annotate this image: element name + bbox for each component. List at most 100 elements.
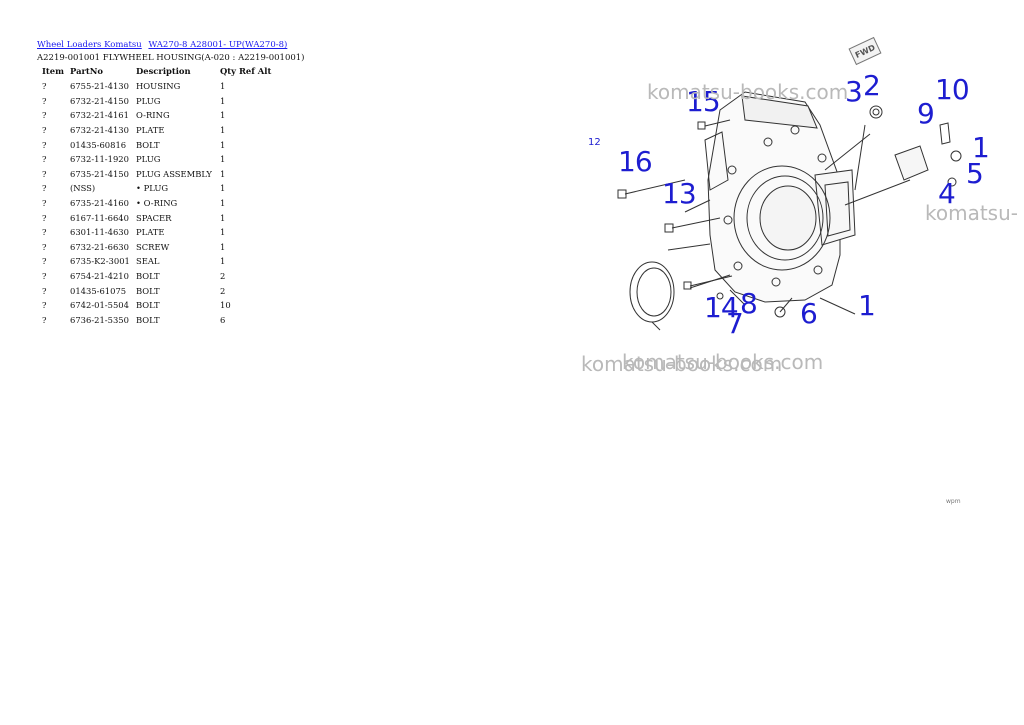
table-row: ? 6735-21-4150 PLUG ASSEMBLY 1 (37, 167, 274, 182)
callout-9[interactable]: 9 (917, 97, 935, 130)
cell-description: SEAL (136, 256, 160, 267)
header-qty: Qty (220, 66, 237, 76)
cell-item: ? (42, 271, 47, 282)
cell-description: BOLT (136, 300, 160, 311)
callout-2[interactable]: 2 (863, 69, 881, 102)
cell-qty: 1 (220, 168, 226, 179)
cell-description: SPACER (136, 212, 172, 223)
header-description: Description (136, 66, 191, 76)
cell-qty: 1 (220, 212, 226, 223)
watermark-right-cut: komatsu- (925, 201, 1018, 225)
cell-item: ? (42, 154, 47, 165)
cell-qty: 1 (220, 256, 226, 267)
cell-qty: 1 (220, 154, 226, 165)
cell-qty: 1 (220, 241, 226, 252)
cell-item: ? (42, 81, 47, 92)
exploded-parts-diagram: FWD 15 3 2 10 9 1 5 4 16 13 14 7 8 6 1 1… (570, 30, 1024, 550)
cell-description: BOLT (136, 285, 160, 296)
cell-item: ? (42, 95, 47, 106)
cell-item: ? (42, 110, 47, 121)
cell-description: BOLT (136, 271, 160, 282)
callout-6[interactable]: 6 (800, 297, 818, 330)
cell-item: ? (42, 198, 47, 209)
cell-partno: 6735-21-4160 (70, 198, 129, 209)
cell-description: SCREW (136, 241, 170, 252)
watermark-bottom-2: komatsu-books.com (622, 350, 824, 374)
cell-partno: 6742-01-5504 (70, 300, 129, 311)
header-qty-ref-alt: Qty Ref Alt (217, 66, 274, 79)
breadcrumb-link-wheel-loaders[interactable]: Wheel Loaders Komatsu (37, 40, 142, 50)
cell-qty: 1 (220, 227, 226, 238)
watermark-top: komatsu-books.com (647, 80, 849, 104)
callout-15[interactable]: 15 (686, 85, 721, 118)
watermark-bottom-1: komatsu-books.com (581, 352, 783, 376)
cell-partno: 6167-11-6640 (70, 212, 129, 223)
cell-description: • PLUG (136, 183, 169, 194)
header-alt: Alt (257, 66, 272, 76)
callout-1-bottom[interactable]: 1 (858, 289, 876, 322)
cell-partno: 6301-11-4630 (70, 227, 129, 238)
cell-description: HOUSING (136, 81, 181, 92)
cell-description: PLUG (136, 95, 161, 106)
cell-partno: 6732-21-4130 (70, 125, 129, 136)
cell-qty: 6 (220, 314, 226, 325)
cell-description: • O-RING (136, 198, 178, 209)
table-header-row: Item PartNo Description Qty Ref Alt (37, 66, 274, 79)
callout-10[interactable]: 10 (935, 73, 970, 106)
flywheel-housing-drawing (617, 91, 962, 331)
cell-partno: 6754-21-4210 (70, 271, 129, 282)
cell-item: ? (42, 300, 47, 311)
figure-footnote: wpm (946, 498, 961, 505)
callout-7[interactable]: 7 (726, 307, 744, 340)
cell-partno: 6732-21-4161 (70, 110, 129, 121)
cell-qty: 1 (220, 139, 226, 150)
breadcrumb-link-model[interactable]: WA270-8 A28001- UP(WA270-8) (148, 40, 288, 50)
cell-qty: 1 (220, 125, 226, 136)
callout-1-top[interactable]: 1 (972, 131, 990, 164)
cell-qty: 1 (220, 95, 226, 106)
table-row: ? 6735-21-4160 • O-RING 1 (37, 196, 274, 211)
cell-item: ? (42, 168, 47, 179)
callout-8[interactable]: 8 (740, 287, 758, 320)
cell-partno: 6732-21-4150 (70, 95, 129, 106)
callout-13[interactable]: 13 (662, 177, 697, 210)
cell-description: PLUG (136, 154, 161, 165)
cell-description: PLUG ASSEMBLY (136, 168, 212, 179)
cell-qty: 1 (220, 183, 226, 194)
callout-3[interactable]: 3 (845, 75, 863, 108)
header-ref: Ref (238, 66, 255, 76)
cell-qty: 1 (220, 198, 226, 209)
callout-16[interactable]: 16 (618, 145, 653, 178)
header-item: Item (42, 66, 64, 76)
cell-partno: (NSS) (70, 183, 96, 194)
table-row: ? 6732-21-4130 PLATE 1 (37, 123, 274, 138)
cell-qty: 1 (220, 81, 226, 92)
table-row: ? (NSS) • PLUG 1 (37, 181, 274, 196)
cell-partno: 6732-21-6630 (70, 241, 129, 252)
cell-item: ? (42, 227, 47, 238)
callout-14[interactable]: 14 (704, 291, 739, 324)
callout-12[interactable]: 12 (588, 137, 601, 148)
cell-description: BOLT (136, 139, 160, 150)
cell-description: PLATE (136, 125, 165, 136)
cell-item: ? (42, 314, 47, 325)
breadcrumb: Wheel Loaders Komatsu WA270-8 A28001- UP… (37, 40, 291, 50)
cell-item: ? (42, 125, 47, 136)
callout-4[interactable]: 4 (938, 177, 956, 210)
cell-description: O-RING (136, 110, 170, 121)
callout-5[interactable]: 5 (966, 157, 984, 190)
cell-partno: 6735-21-4150 (70, 168, 129, 179)
cell-qty: 2 (220, 285, 226, 296)
cell-item: ? (42, 183, 47, 194)
page-subtitle: A2219-001001 FLYWHEEL HOUSING(A-020 : A2… (37, 53, 305, 63)
cell-partno: 01435-61075 (70, 285, 127, 296)
cell-item: ? (42, 212, 47, 223)
cell-item: ? (42, 256, 47, 267)
